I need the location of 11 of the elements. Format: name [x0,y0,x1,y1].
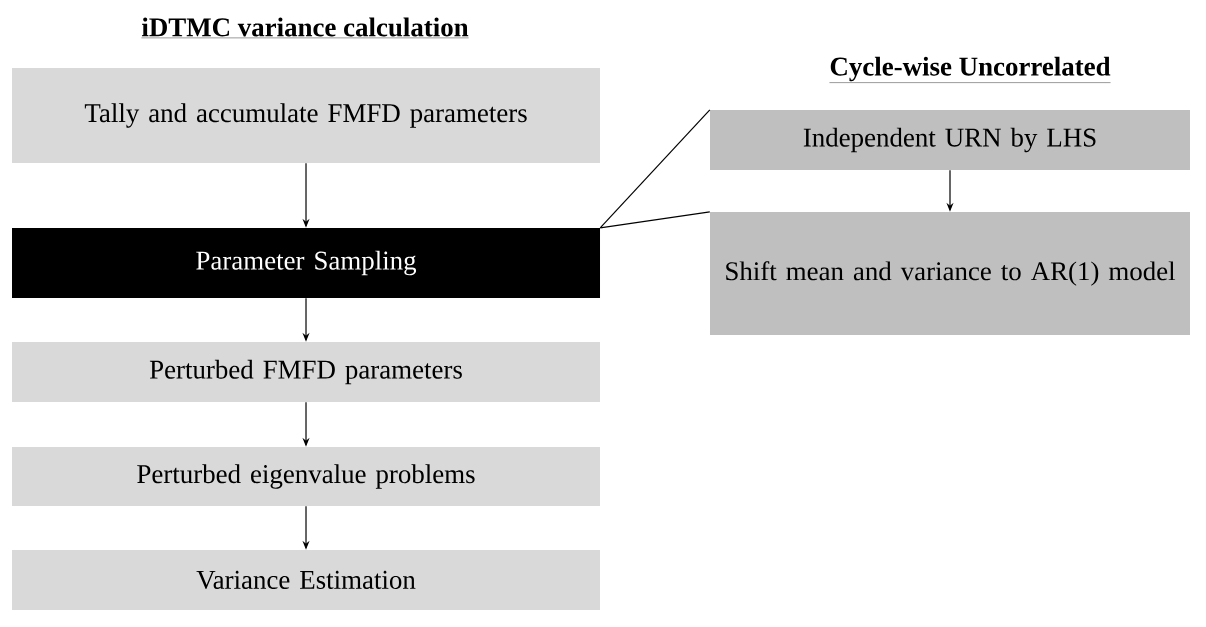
process-box: Parameter Sampling [12,228,600,298]
heading: iDTMC variance calculation [141,17,469,39]
connector-line [599,211,711,229]
process-box: Independent URN by LHS [710,110,1190,170]
connector-line [599,109,711,229]
process-box: Tally and accumulate FMFD parameters [12,68,600,163]
process-box: Perturbed FMFD parameters [12,342,600,402]
process-box: Variance Estimation [12,550,600,610]
heading: Cycle-wise Uncorrelated [829,56,1111,83]
process-box: Shift mean and variance to AR(1) model [710,212,1190,335]
process-box: Perturbed eigenvalue problems [12,447,600,506]
